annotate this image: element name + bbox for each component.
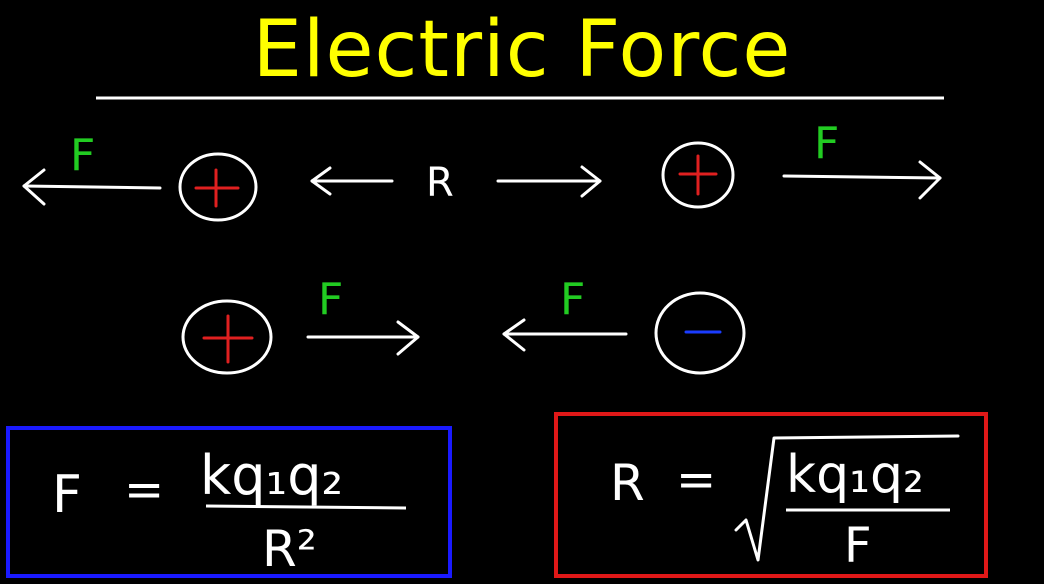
row2-right-charge-sign: − [0, 0, 1, 1]
row1-right-force-label: F [814, 118, 839, 169]
row2-positive-charge: + [0, 0, 273, 375]
force-formula-fraction-bar [205, 504, 407, 510]
row2-right-force-label: F [560, 274, 585, 325]
square-root-icon [734, 434, 960, 562]
force-formula-box [6, 426, 452, 578]
distance-formula-numerator: kq₁q₂ [786, 445, 924, 505]
row1-left-positive-charge: + [0, 0, 258, 222]
row1-right-charge-sign: + [0, 0, 1, 1]
row1-right-positive-charge: + [0, 0, 735, 209]
row2-left-force-label: F [318, 274, 343, 325]
distance-formula-box [554, 412, 988, 578]
row2-left-charge-sign: + [0, 0, 1, 1]
force-formula-numerator: kq₁q₂ [200, 444, 343, 507]
force-formula-equals: = [124, 462, 164, 518]
row1-left-charge-sign: + [0, 0, 1, 1]
row1-left-force-arrow [22, 168, 162, 206]
row2-negative-charge: − [0, 0, 746, 375]
row2-left-force-arrow [306, 320, 420, 356]
distance-formula-denominator: F [844, 518, 872, 574]
row1-distance-label: R [426, 160, 454, 206]
row1-distance-right-arrow [496, 165, 602, 198]
row1-right-force-arrow [782, 160, 942, 200]
row2-right-force-arrow [502, 318, 628, 352]
force-formula-denominator: R² [262, 520, 317, 578]
force-formula-lhs: F [52, 465, 82, 525]
row1-left-force-label: F [70, 130, 95, 181]
distance-formula-lhs: R [610, 454, 645, 512]
distance-formula-equals: = [676, 452, 716, 508]
row1-distance-left-arrow [310, 166, 394, 196]
page-title: Electric Force [252, 5, 792, 95]
